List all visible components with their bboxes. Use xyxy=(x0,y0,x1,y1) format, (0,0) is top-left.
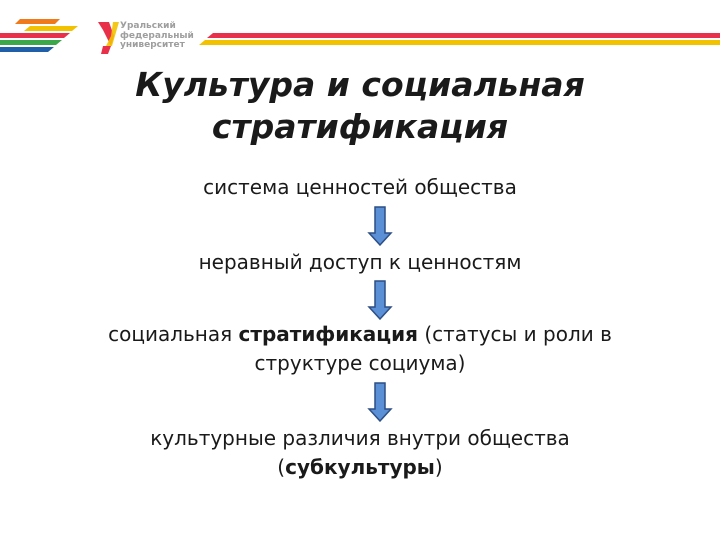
step4-line-1: культурные различия внутри общества xyxy=(150,426,570,450)
step3-bold: стратификация xyxy=(238,322,418,346)
down-arrow-icon xyxy=(367,382,393,422)
title-line-2: стратификация xyxy=(211,107,509,146)
step4-close: ) xyxy=(434,455,443,479)
stripe-green-left xyxy=(0,40,62,45)
step-cultural-differences: культурные различия внутри общества (суб… xyxy=(0,424,720,482)
step4-bold: субкультуры xyxy=(285,455,435,479)
step3-line-2: структуре социума) xyxy=(254,351,466,375)
urfu-logo-icon xyxy=(98,22,119,54)
down-arrow-icon xyxy=(367,280,393,320)
slide-title: Культура и социальная стратификация xyxy=(0,64,720,148)
step3-line-1: социальная стратификация (статусы и роли… xyxy=(0,320,720,349)
step-social-stratification: социальная стратификация (статусы и роли… xyxy=(0,320,720,378)
stripe-yellow-right xyxy=(199,40,720,45)
step4-open: ( xyxy=(277,455,286,479)
step2-text: неравный доступ к ценностям xyxy=(198,250,522,274)
stripe-yellow-left xyxy=(24,26,78,31)
stripe-blue-left xyxy=(0,47,54,52)
logo-line-1: Уральский xyxy=(120,21,176,31)
slide-header: Уральский федеральный университет xyxy=(0,0,720,60)
logo-line-2: федеральный xyxy=(120,30,194,41)
step4-line-2: (субкультуры) xyxy=(0,453,720,482)
stripe-orange-left xyxy=(15,19,60,24)
step3-pre: социальная xyxy=(108,322,239,346)
university-name: Уральский федеральный университет xyxy=(120,21,194,51)
header-stripes xyxy=(0,19,720,54)
stripe-red-left xyxy=(0,33,70,38)
down-arrow-icon xyxy=(367,206,393,246)
step-unequal-access: неравный доступ к ценностям xyxy=(0,248,720,277)
step1-text: система ценностей общества xyxy=(203,175,517,199)
title-line-1: Культура и социальная xyxy=(135,65,585,104)
stripe-red-right xyxy=(207,33,720,38)
logo-line-3: университет xyxy=(120,40,185,50)
step-values-system: система ценностей общества xyxy=(0,173,720,202)
step3-post: (статусы и роли в xyxy=(417,322,612,346)
